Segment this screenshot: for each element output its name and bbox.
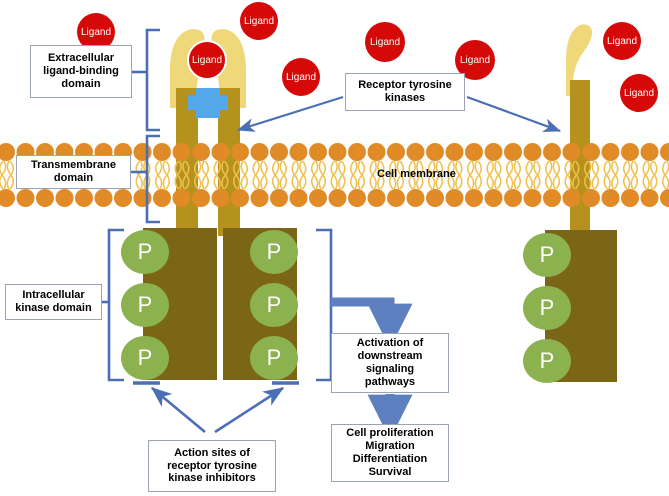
dimerization-crosslink-icon bbox=[188, 88, 228, 118]
callout-receptor-tyrosine-kinases: Receptor tyrosine kinases bbox=[345, 73, 465, 111]
bracket-transmembrane bbox=[145, 134, 160, 224]
callout-intracellular-domain: Intracellular kinase domain bbox=[5, 284, 102, 320]
callout-downstream-activation: Activation of downstream signaling pathw… bbox=[331, 333, 449, 393]
phosphosite-marker: P bbox=[250, 230, 298, 274]
phosphosite-marker: P bbox=[121, 283, 169, 327]
bracket-extracellular bbox=[145, 28, 160, 132]
ligand-bound: Ligand bbox=[187, 40, 227, 80]
phosphosite-marker: P bbox=[523, 286, 571, 330]
connector-arrows bbox=[133, 95, 562, 440]
arrow-to-activation bbox=[331, 297, 413, 349]
callout-transmembrane-domain: Transmembrane domain bbox=[16, 155, 131, 189]
cell-membrane-label: Cell membrane bbox=[377, 168, 456, 180]
arrow-inhibitor-right bbox=[214, 386, 285, 434]
ligand-free: Ligand bbox=[365, 22, 405, 62]
phosphosite-marker: P bbox=[121, 230, 169, 274]
ligand-free: Ligand bbox=[240, 2, 278, 40]
callout-cellular-outcomes: Cell proliferation Migration Differentia… bbox=[331, 424, 449, 482]
phosphosite-marker: P bbox=[121, 336, 169, 380]
phosphosite-marker: P bbox=[523, 339, 571, 383]
callout-inhibitor-action-sites: Action sites of receptor tyrosine kinase… bbox=[148, 440, 276, 492]
arrow-rtk-to-monomer bbox=[466, 95, 562, 133]
ligand-free: Ligand bbox=[77, 13, 115, 51]
phosphosite-marker: P bbox=[523, 233, 571, 277]
arrow-rtk-to-dimer bbox=[236, 95, 344, 132]
ligand-free: Ligand bbox=[282, 58, 320, 96]
bracket-intracellular-left bbox=[107, 228, 124, 382]
phosphosite-marker: P bbox=[250, 336, 298, 380]
arrow-inhibitor-left bbox=[150, 386, 206, 434]
bracket-intracellular-right bbox=[316, 228, 333, 382]
ligand-free: Ligand bbox=[603, 22, 641, 60]
callout-extracellular-domain: Extracellular ligand-binding domain bbox=[30, 45, 132, 98]
ligand-free: Ligand bbox=[620, 74, 658, 112]
phosphosite-marker: P bbox=[250, 283, 298, 327]
